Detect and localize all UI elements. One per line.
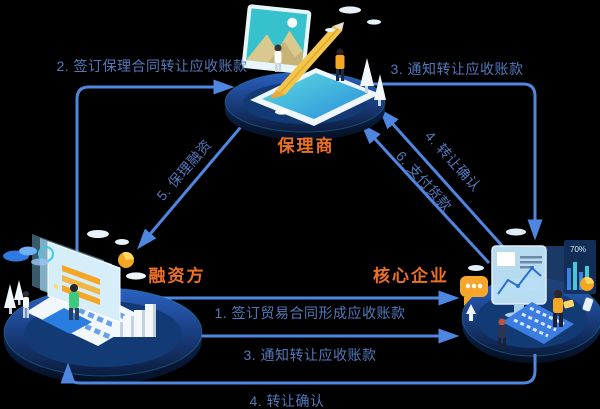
flow-2-label: 2. 签订保理合同转让应收账款: [56, 58, 248, 74]
flow-1-label: 1. 签订贸易合同形成应收账款: [214, 305, 406, 321]
flow-4-bottom-label: 4. 转让确认: [249, 393, 325, 409]
flow-6-arrow: [360, 123, 491, 265]
entity-label-factor: 保理商: [277, 136, 335, 156]
entity-label-core: 核心企业: [373, 266, 449, 286]
monitor-icon: [491, 245, 547, 318]
back-panel: [542, 246, 564, 298]
pencil-icon: [270, 22, 344, 99]
flow-3-top-arrow: [372, 82, 543, 241]
speech-bubble-icon: [460, 265, 488, 306]
keyboard-icon: [502, 302, 574, 344]
factor-illustration: [224, 4, 386, 140]
flow-2-arrow: [75, 79, 235, 252]
financier-illustration: [3, 230, 203, 384]
person-icon: [23, 291, 29, 318]
laptop-screen-icon: [32, 234, 121, 323]
person-icon: [274, 44, 282, 72]
person-icon: [335, 48, 345, 81]
entity-label-financier: 融资方: [148, 266, 206, 286]
phone-icon: [582, 297, 594, 312]
person-icon: [553, 290, 575, 327]
percent-value: 70%: [570, 245, 586, 254]
cloud-icon: [126, 272, 146, 280]
cloud-icon: [3, 230, 129, 266]
tablet-icon: [250, 68, 380, 126]
flow-4-bottom-arrow: [60, 354, 537, 385]
laptop-screen-icon: [241, 4, 312, 74]
pie-chart-icon: [580, 276, 594, 291]
flow-5-arrow: [137, 114, 253, 250]
cloud-icon: [325, 6, 381, 32]
flow-3-bottom-label: 3. 通知转让应收账款: [243, 347, 377, 363]
tree-icon: [360, 58, 386, 106]
pie-chart-icon: [118, 251, 134, 268]
cloud-icon: [506, 228, 526, 236]
flow-4-diagonal-arrow: [378, 108, 507, 251]
core-enterprise-illustration: 70%: [460, 228, 600, 363]
chart-panel-icon: 70%: [564, 240, 596, 294]
tree-icon: [4, 280, 24, 314]
flow-3-top-label: 3. 通知转让应收账款: [390, 61, 524, 77]
bar-chart-icon: [112, 304, 156, 337]
person-icon: [498, 318, 506, 350]
up-arrow-icon: [466, 304, 476, 321]
person-icon: [69, 284, 79, 320]
